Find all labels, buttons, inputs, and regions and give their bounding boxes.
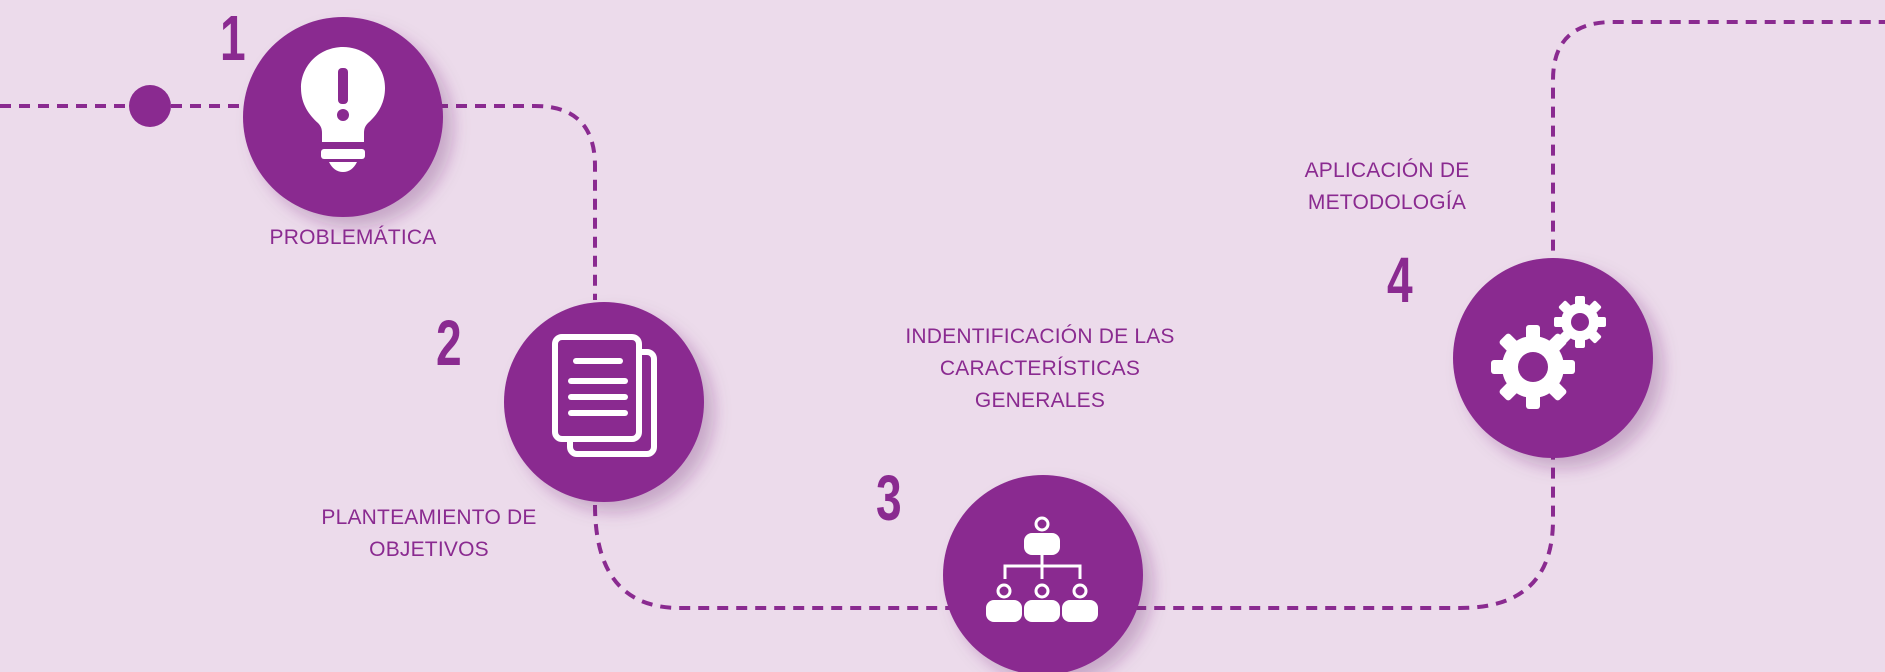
step-3-label-line: INDENTIFICACIÓN DE LAS [905, 325, 1175, 348]
step-3-label: INDENTIFICACIÓN DE LAS CARACTERÍSTICAS G… [890, 321, 1190, 417]
step-2-label-line: PLANTEAMIENTO DE [321, 506, 537, 529]
step-4-number: 4 [1387, 244, 1413, 316]
step-2-label: PLANTEAMIENTO DE OBJETIVOS [299, 502, 559, 566]
step-4-label-line: APLICACIÓN DE [1304, 159, 1470, 182]
start-dot [129, 85, 171, 127]
dashed-line [0, 20, 1885, 610]
step-4-label: APLICACIÓN DE METODOLOGÍA [1257, 155, 1517, 219]
documents-icon [552, 334, 657, 457]
step-3-label-line: GENERALES [974, 389, 1106, 412]
step-1-label: PROBLEMÁTICA [223, 222, 483, 254]
step-4-circle [1453, 258, 1653, 458]
lightbulb-exclamation-icon [301, 47, 385, 172]
step-1-label-line: PROBLEMÁTICA [269, 226, 437, 249]
gears-icon [1491, 296, 1606, 409]
org-chart-icon [986, 516, 1098, 622]
step-2-circle [504, 302, 704, 502]
step-1-number: 1 [220, 2, 246, 74]
step-3-label-line: CARACTERÍSTICAS [939, 357, 1141, 380]
step-3-circle [943, 475, 1143, 672]
step-2-number: 2 [436, 307, 462, 379]
step-4-label-line: METODOLOGÍA [1307, 191, 1467, 214]
step-1-circle [243, 17, 443, 217]
step-2-label-line: OBJETIVOS [369, 538, 489, 561]
step-3-number: 3 [876, 462, 902, 534]
